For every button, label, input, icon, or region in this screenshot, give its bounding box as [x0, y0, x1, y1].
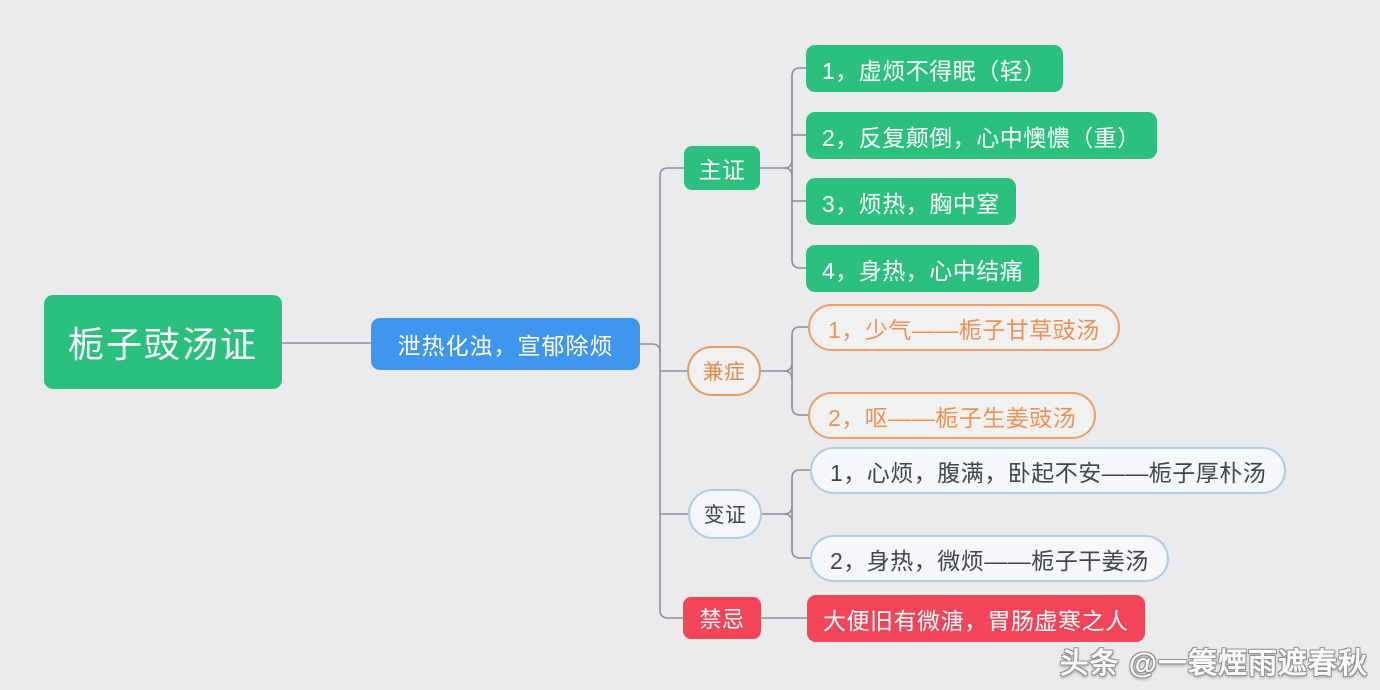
leaf-bianzheng-1[interactable]: 1，心烦，腹满，卧起不安——栀子厚朴汤 — [810, 447, 1287, 494]
leaf-zhuzheng-4[interactable]: 4，身热，心中结痛 — [806, 245, 1040, 292]
leaf-jianzheng-2[interactable]: 2，呕——栀子生姜豉汤 — [808, 392, 1097, 439]
method-node-label: 泄热化浊，宣郁除烦 — [397, 333, 614, 359]
edge-method-trunk-bot — [652, 336, 660, 344]
leaf-label: 2，反复颠倒，心中懊憹（重） — [822, 124, 1141, 151]
leaf-zhuzheng-2[interactable]: 2，反复颠倒，心中懊憹（重） — [806, 112, 1157, 159]
leaf-jinji-1[interactable]: 大便旧有微溏，胃肠虚寒之人 — [807, 595, 1145, 642]
leaf-label: 1，少气——栀子甘草豉汤 — [828, 316, 1100, 343]
branch-node-jianzheng[interactable]: 兼症 — [687, 346, 761, 396]
root-node-label: 栀子豉汤证 — [67, 324, 258, 365]
leaf-label: 1，虚烦不得眠（轻） — [822, 57, 1047, 84]
branch-label-zhuzheng: 主证 — [698, 157, 746, 183]
leaf-zhuzheng-3[interactable]: 3，烦热，胸中窒 — [806, 178, 1016, 225]
edge-zhuzheng-item1 — [791, 67, 806, 77]
edge-jianzheng-item1 — [791, 326, 808, 336]
branch-label-jinji: 禁忌 — [699, 607, 745, 632]
leaf-label: 大便旧有微溏，胃肠虚寒之人 — [823, 607, 1129, 634]
edge-jianzheng-join-dn — [783, 370, 793, 380]
edge-jianzheng-join-up — [783, 362, 793, 372]
leaf-zhuzheng-1[interactable]: 1，虚烦不得眠（轻） — [806, 45, 1063, 92]
edge-bianzheng-join-up — [783, 505, 793, 515]
edge-zhuzheng-join-dn — [783, 167, 793, 177]
branch-node-zhuzheng[interactable]: 主证 — [684, 146, 760, 190]
branch-label-jianzheng: 兼症 — [702, 361, 746, 384]
leaf-label: 2，呕——栀子生姜豉汤 — [828, 404, 1077, 431]
leaf-label: 4，身热，心中结痛 — [822, 257, 1024, 284]
leaf-label: 1，心烦，腹满，卧起不安——栀子厚朴汤 — [830, 459, 1267, 486]
leaf-bianzheng-2[interactable]: 2，身热，微烦——栀子干姜汤 — [810, 535, 1169, 582]
root-node[interactable]: 栀子豉汤证 — [44, 295, 282, 389]
method-node[interactable]: 泄热化浊，宣郁除烦 — [371, 318, 640, 370]
edge-bianzheng-item1 — [791, 469, 810, 479]
branch-label-bianzheng: 变证 — [703, 504, 747, 527]
edge-jianzheng-item2 — [791, 406, 808, 416]
branch-node-jinji[interactable]: 禁忌 — [683, 597, 761, 639]
edge-zhuzheng-item4 — [791, 259, 806, 269]
edge-bianzheng-item2 — [791, 549, 810, 559]
leaf-label: 2，身热，微烦——栀子干姜汤 — [830, 547, 1149, 574]
leaf-label: 3，烦热，胸中窒 — [822, 190, 1000, 217]
edge-method-trunk-top — [640, 343, 661, 353]
edge-zhuzheng-join-up — [783, 159, 793, 169]
edge-trunk-jinji — [659, 609, 683, 619]
leaf-jianzheng-1[interactable]: 1，少气——栀子甘草豉汤 — [808, 304, 1120, 351]
branch-node-bianzheng[interactable]: 变证 — [688, 489, 762, 539]
edge-bianzheng-join-dn — [783, 513, 793, 523]
edge-trunk-zhuzheng — [659, 167, 684, 177]
watermark-text: 头条 @一簑煙雨遮春秋 — [1059, 648, 1368, 680]
